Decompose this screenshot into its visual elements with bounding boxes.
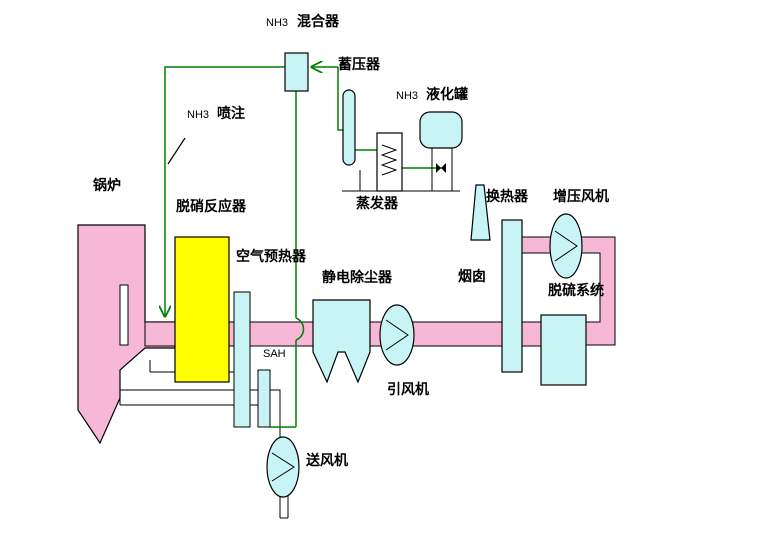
scr-reactor-label: 脱硝反应器 [176,198,247,215]
esp-label: 静电除尘器 [322,269,393,286]
desulfurization-shape [540,314,587,386]
chimney-label: 烟囱 [458,268,486,285]
accumulator-label: 蓄压器 [338,56,381,73]
heat-exchanger-shape [501,219,523,373]
booster-fan-shape [549,213,583,279]
esp-shape [312,299,371,384]
scr-reactor-shape [174,236,230,383]
heat-exchanger-label: 换热器 [486,188,529,205]
booster-fan-label: 增压风机 [553,188,609,205]
fd-fan-label: 送风机 [305,452,348,469]
nh3-injection-pointer [167,137,186,165]
air-preheater-label: 空气预热器 [236,248,307,265]
nh3-tank-label: 液化罐 [426,86,468,103]
sah-label: SAH [263,348,286,360]
nh3-tank-shape [419,111,463,149]
desulfurization-label: 脱硫系统 [548,282,604,299]
accumulator-shape [342,89,356,166]
nh3-line-injection [165,66,285,316]
nh3-mixer-prefix: NH3 [266,17,288,29]
id-fan-label: 引风机 [387,381,429,398]
nh3-tank-prefix: NH3 [396,90,418,102]
boiler-label: 锅炉 [93,177,121,194]
chimney-shape [470,184,491,241]
nh3-mixer-shape [284,52,309,92]
nh3-mixer-label: 混合器 [297,13,340,30]
id-fan-shape [379,304,415,366]
nh3-injection-label: 喷注 [217,105,245,122]
evaporator-label: 蒸发器 [356,195,399,212]
fd-fan-shape [266,436,300,498]
air-preheater-shape [233,291,251,428]
nh3-injection-prefix: NH3 [187,109,209,121]
